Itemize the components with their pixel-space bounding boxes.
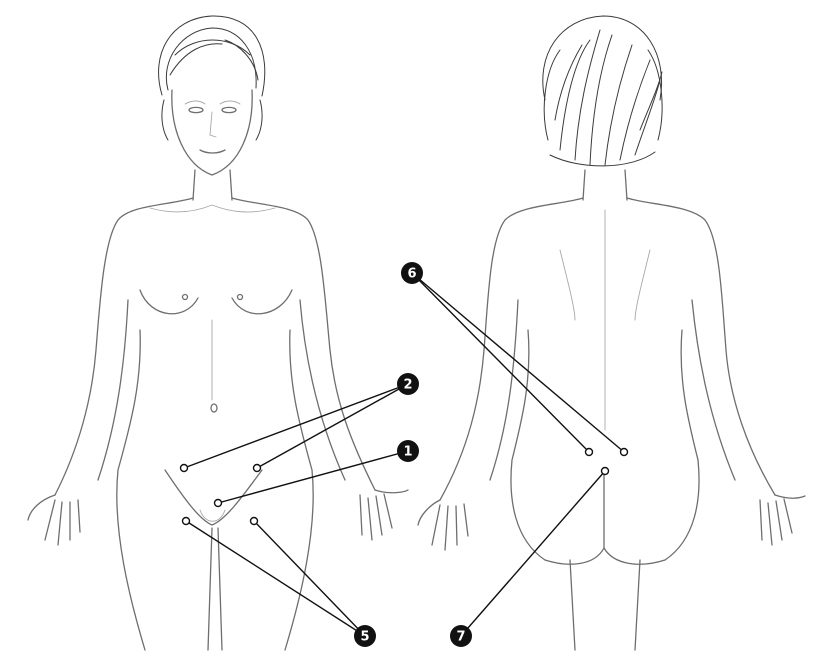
marker-badge-5: 5	[354, 625, 376, 647]
marker-badge-1-label: 1	[403, 445, 412, 460]
pin-7	[602, 468, 609, 475]
marker-badge-7: 7	[450, 625, 472, 647]
marker-badge-2-label: 2	[403, 378, 412, 393]
back-body	[418, 170, 805, 650]
marker-badge-2: 2	[397, 373, 419, 395]
marker-badge-5-label: 5	[360, 630, 369, 645]
front-figure	[28, 16, 408, 650]
pin-5b	[251, 518, 258, 525]
marker-badge-6: 6	[401, 262, 423, 284]
pin-5a	[183, 518, 190, 525]
front-body	[28, 198, 408, 650]
leader-line-7	[461, 471, 605, 636]
leader-line-5a	[186, 521, 365, 636]
leader-line-2a	[184, 384, 408, 468]
pin-2a	[181, 465, 188, 472]
back-figure	[418, 16, 805, 650]
leader-line-2b	[257, 384, 408, 468]
front-head	[172, 90, 252, 200]
marker-badge-6-label: 6	[407, 267, 416, 282]
back-hair	[543, 16, 662, 166]
pin-6b	[621, 449, 628, 456]
marker-badge-7-label: 7	[456, 630, 465, 645]
leader-line-6a	[412, 273, 589, 452]
pin-6a	[586, 449, 593, 456]
pin-1	[215, 500, 222, 507]
pin-2b	[254, 465, 261, 472]
leader-line-5b	[254, 521, 365, 636]
marker-badge-1: 1	[397, 440, 419, 462]
